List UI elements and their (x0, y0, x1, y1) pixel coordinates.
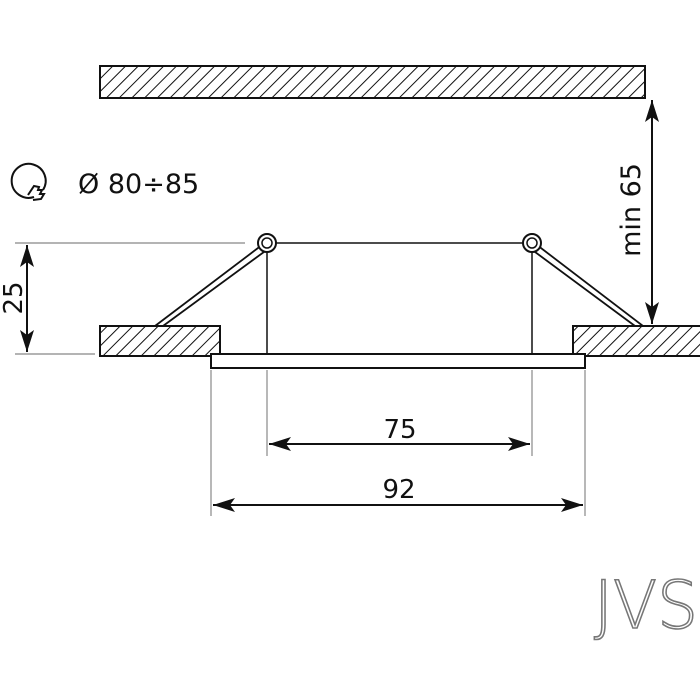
inner-width-label: 75 (383, 415, 416, 445)
diameter-label: Ø 80÷85 (78, 169, 199, 200)
left-panel-hatch (99, 325, 221, 357)
logo: JVS (594, 567, 698, 644)
fixture (154, 233, 644, 369)
height-label: 25 (0, 281, 29, 314)
hole-saw-icon (10, 162, 47, 201)
outer-width-label: 92 (382, 475, 415, 505)
right-panel-hatch (572, 325, 700, 357)
clearance-label: min 65 (616, 163, 647, 257)
ceiling-hatch (99, 65, 646, 99)
